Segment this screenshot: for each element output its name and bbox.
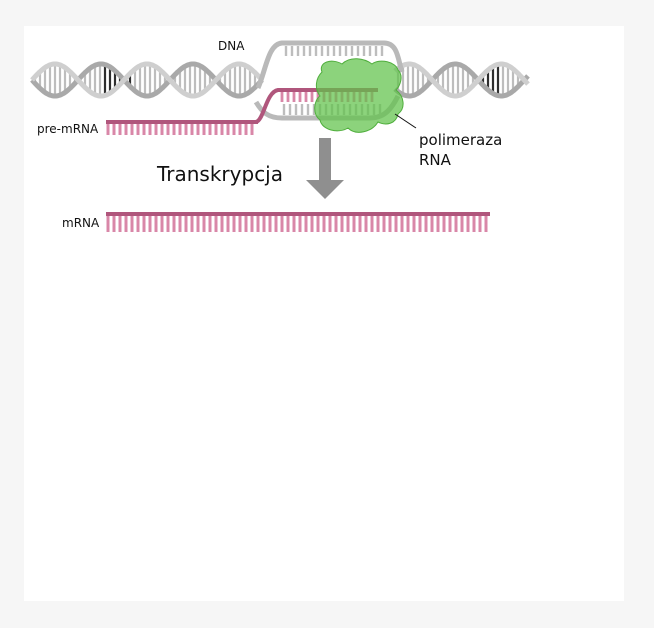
mrna-label: mRNA <box>62 216 100 230</box>
polymerase-body <box>314 58 404 133</box>
transcription-arrow <box>306 138 344 199</box>
rna-polymerase-label: polimeraza RNA <box>419 130 502 170</box>
polymerase-pointer-line <box>394 113 417 129</box>
mrna-strand <box>106 212 490 232</box>
polymerase-label-line2: RNA <box>419 151 451 169</box>
dna-double-helix-left <box>30 61 264 99</box>
dna-backbone <box>30 61 264 99</box>
dna-coding-strand <box>255 40 405 90</box>
dna-label: DNA <box>218 39 245 53</box>
pre-mrna-label: pre-mRNA <box>37 122 99 136</box>
transcription-label: Transkrypcja <box>157 162 283 186</box>
rna-polymerase-blob <box>314 58 404 133</box>
dna-backbone <box>393 61 530 99</box>
pre-mrna-backbone-rising <box>254 88 378 124</box>
dna-double-helix-right <box>393 61 530 99</box>
dna-backbone <box>30 61 264 99</box>
dna-backbone <box>393 61 530 99</box>
polymerase-label-line1: polimeraza <box>419 131 503 149</box>
